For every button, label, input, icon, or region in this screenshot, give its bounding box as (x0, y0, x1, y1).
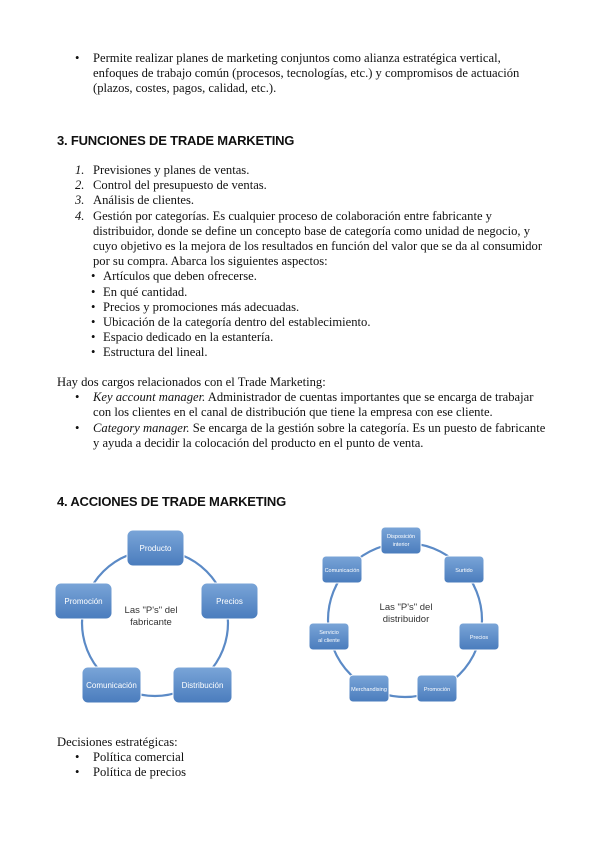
node-label: interior (393, 542, 410, 548)
function-text: Previsiones y planes de ventas. (93, 163, 250, 177)
node-surtido: Surtido (443, 555, 485, 584)
function-item-4: 4. Gestión por categorías. Es cualquier … (75, 208, 548, 270)
decision-item: • Política de precios (75, 765, 187, 780)
node-comunicacion-dist: Comunicación (321, 555, 363, 584)
decision-item: • Política comercial (75, 750, 185, 765)
node-box (172, 666, 233, 704)
diagram-center-label: Las "P's" del (125, 605, 178, 616)
function-number: 4. (75, 208, 85, 223)
node-promocion: Promoción (54, 582, 113, 620)
node-label: al cliente (318, 638, 340, 644)
diagram-manufacturer-ps: Las "P's" del fabricante Producto Precio… (54, 529, 259, 704)
node-label: Merchandising (351, 687, 387, 693)
node-box (443, 555, 485, 584)
node-precios: Precios (200, 582, 259, 620)
trade-marketing-diagrams: Las "P's" del fabricante Producto Precio… (54, 526, 500, 704)
node-box (348, 674, 390, 703)
function-number: 3. (75, 193, 85, 208)
aspect-item: •En qué cantidad. (91, 284, 188, 299)
cargo-text: Administrador de cuentas importantes que… (93, 390, 534, 420)
node-box (81, 666, 142, 704)
node-label: Precios (216, 597, 243, 606)
decisiones-intro: Decisiones estratégicas: (57, 735, 178, 749)
node-label: Producto (139, 544, 172, 553)
node-box (126, 529, 185, 567)
node-label: Promoción (64, 597, 102, 606)
cargos-intro: Hay dos cargos relacionados con el Trade… (57, 375, 326, 389)
intro-bullet-text: Permite realizar planes de marketing con… (93, 51, 520, 96)
aspect-item: •Precios y promociones más adecuadas. (91, 299, 300, 314)
node-producto: Producto (126, 529, 185, 567)
function-item-2: 2. Control del presupuesto de ventas. (75, 178, 548, 193)
node-box (200, 582, 259, 620)
cargos-block: Hay dos cargos relacionados con el Trade… (0, 375, 599, 451)
function-text: Análisis de clientes. (93, 193, 195, 208)
cargo-text: Se encarga de la gestión sobre la catego… (93, 420, 546, 450)
node-promocion-dist: Promoción (416, 674, 458, 703)
aspect-item: •Ubicación de la categoría dentro del es… (91, 315, 371, 330)
decisiones-block: Decisiones estratégicas: • Política come… (0, 735, 599, 781)
aspect-item: •Estructura del lineal. (91, 345, 208, 360)
node-box (321, 555, 363, 584)
node-box (416, 674, 458, 703)
node-label: Distribución (182, 681, 224, 690)
aspect-item: •Artículos que deben ofrecerse. (91, 269, 257, 284)
section-4-heading: 4. ACCIONES DE TRADE MARKETING (57, 494, 286, 509)
function-text: Gestión por categorías. Es cualquier pro… (93, 208, 543, 269)
function-text: Control del presupuesto de ventas. (93, 178, 267, 193)
node-box (54, 582, 113, 620)
cargo-category-manager: • Category manager. Se encarga de la ges… (75, 420, 546, 450)
node-merchandising: Merchandising (348, 674, 390, 703)
node-label: Precios (470, 635, 489, 641)
node-label: Comunicación (86, 681, 137, 690)
node-disposicion-interior: Disposición interior (380, 526, 422, 555)
diagram-distributor-ps: Las "P's" del distribuidor Disposición i… (308, 526, 500, 703)
section-3-heading: 3. FUNCIONES DE TRADE MARKETING (57, 133, 295, 148)
node-label: Servicio (319, 630, 339, 636)
diagram-center-label: distribuidor (383, 614, 429, 625)
function-item-3: 3. Análisis de clientes. (75, 193, 548, 208)
cargo-term: Key account manager. (93, 390, 206, 405)
intro-bullet: • Permite realizar planes de marketing c… (0, 51, 599, 97)
aspect-item: •Espacio dedicado en la estantería. (91, 330, 274, 345)
cargo-key-account: • Key account manager. Administrador de … (75, 390, 534, 420)
node-label: Promoción (424, 687, 450, 693)
diagram-center-label: fabricante (130, 617, 172, 628)
node-precios-dist: Precios (458, 622, 500, 651)
node-label: Disposición (387, 534, 415, 540)
cargo-term: Category manager. (93, 420, 190, 435)
function-item-1: 1. Previsiones y planes de ventas. (75, 163, 548, 178)
functions-list: 1. Previsiones y planes de ventas. 2. Co… (0, 163, 599, 361)
node-servicio-cliente: Servicio al cliente (308, 622, 350, 651)
node-box (308, 622, 350, 651)
function-number: 2. (75, 178, 85, 193)
node-comunicacion: Comunicación (81, 666, 142, 704)
node-label: Surtido (455, 568, 472, 574)
node-box (458, 622, 500, 651)
bullet-marker: • (75, 51, 80, 65)
diagram-center-label: Las "P's" del (380, 602, 433, 613)
category-aspects-list: •Artículos que deben ofrecerse. •En qué … (91, 269, 599, 360)
node-distribucion: Distribución (172, 666, 233, 704)
function-number: 1. (75, 163, 85, 177)
node-label: Comunicación (325, 568, 360, 574)
node-box (380, 526, 422, 555)
